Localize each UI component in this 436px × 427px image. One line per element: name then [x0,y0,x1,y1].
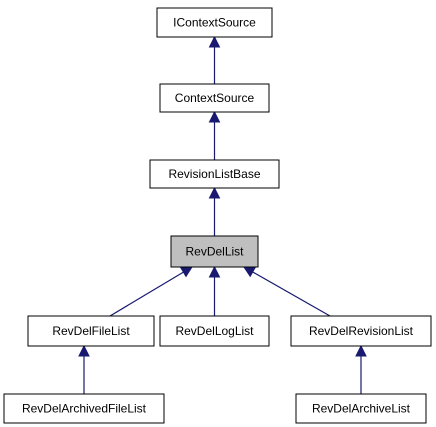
edge-revdelrevisionlist-to-revdellist [244,267,331,317]
node-revdelrevisionlist-label: RevDelRevisionList [309,324,414,338]
node-revisionlistbase-label: RevisionListBase [168,167,260,181]
node-revdelarchivelist-label: RevDelArchiveList [312,402,411,416]
node-icontextsource-label: IContextSource [173,16,256,30]
node-revdelloglist-label: RevDelLogList [175,324,254,338]
node-icontextsource[interactable]: IContextSource [156,7,273,38]
node-contextsource[interactable]: ContextSource [159,83,270,113]
node-revdelloglist[interactable]: RevDelLogList [159,315,270,347]
node-revdelfilelist[interactable]: RevDelFileList [27,315,155,347]
node-revdelfilelist-label: RevDelFileList [52,324,130,338]
edge-revdelfilelist-to-revdellist [109,267,192,317]
node-revdelarchivedfilelist[interactable]: RevDelArchivedFileList [3,393,165,424]
node-revdellist[interactable]: RevDelList [170,235,259,268]
node-revdelarchivedfilelist-label: RevDelArchivedFileList [22,402,147,416]
node-revdellist-label: RevDelList [185,245,244,259]
node-revisionlistbase[interactable]: RevisionListBase [149,159,280,189]
node-revdelarchivelist[interactable]: RevDelArchiveList [295,393,427,424]
node-revdelrevisionlist[interactable]: RevDelRevisionList [290,315,432,347]
node-contextsource-label: ContextSource [175,91,255,105]
